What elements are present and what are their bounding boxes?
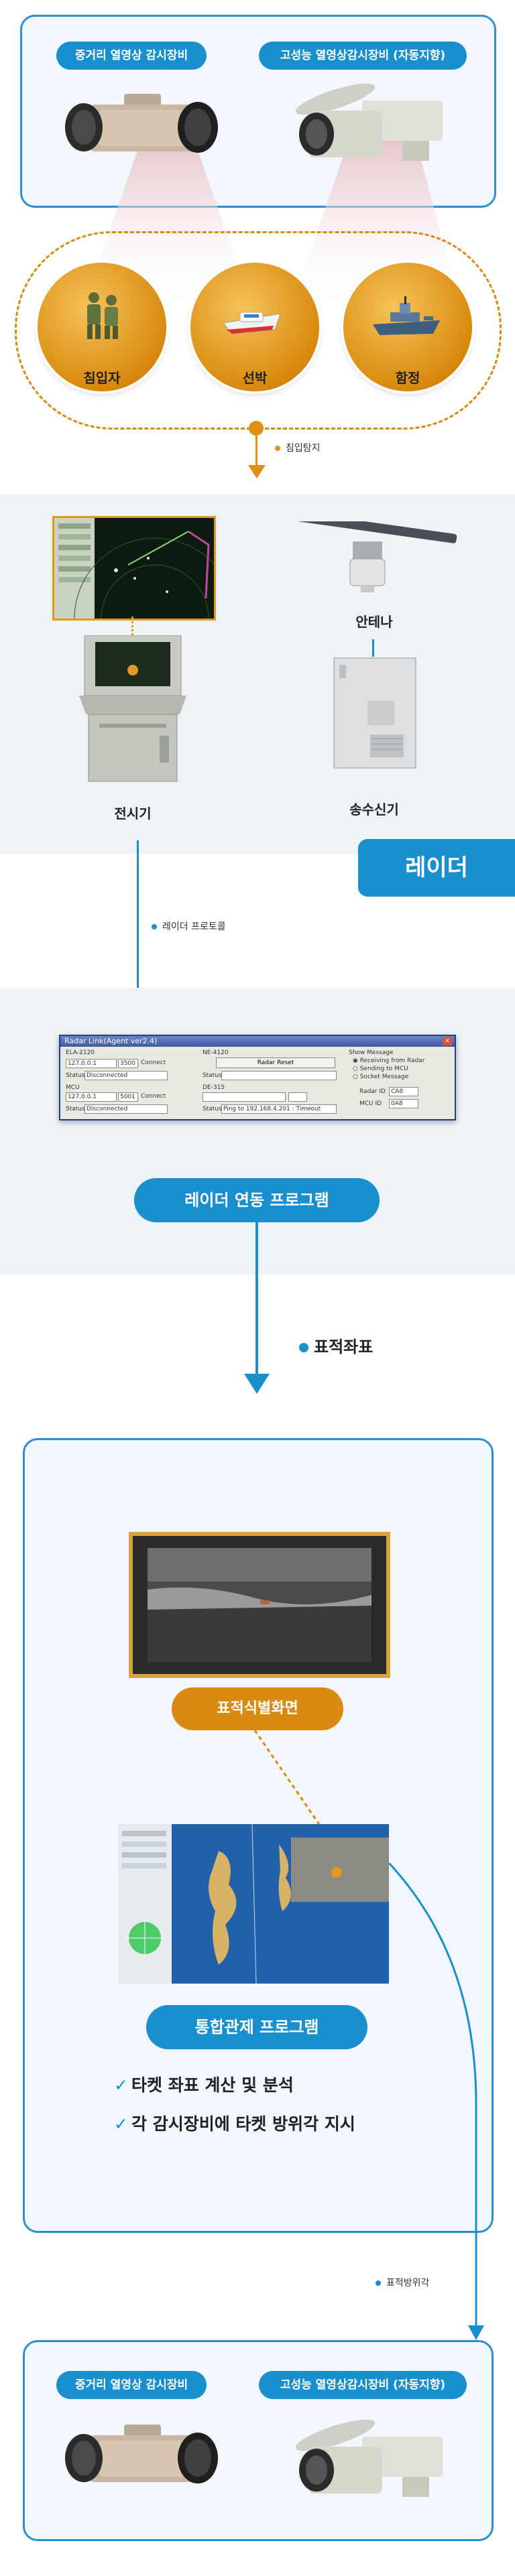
option-sending[interactable]: ○ Sending to MCU	[353, 1066, 408, 1072]
intrusion-note-text: 침입탐지	[286, 443, 321, 454]
high-perf-thermal-camera-pill: 고성능 열영상감시장비 (자동지향)	[259, 42, 467, 70]
transceiver-label: 송수신기	[349, 801, 399, 818]
radar-id-field[interactable]: CA8	[389, 1087, 418, 1096]
target-coord-line	[255, 1222, 258, 1376]
bearing-note-text: 표적방위각	[386, 2278, 430, 2289]
intrusion-dot	[249, 421, 264, 436]
control-map	[118, 1824, 389, 1984]
option-socket-text: Socket Message	[359, 1074, 409, 1080]
protocol-note: 레이더 프로토콜	[152, 919, 226, 933]
high-perf-camera-image	[295, 83, 443, 161]
option-receiving[interactable]: ◉ Receiving from Radar	[353, 1057, 425, 1064]
radar-display-screen	[52, 516, 236, 700]
group-show-message: Show Message	[349, 1049, 394, 1056]
checklist-item-2-text: 각 감시장비에 타켓 방위각 지시	[131, 2114, 355, 2134]
de-field-2[interactable]	[288, 1092, 307, 1102]
boat-label: 선박	[242, 370, 268, 386]
mid-range-thermal-camera-pill: 중거리 열영상 감시장비	[56, 42, 207, 70]
option-sending-text: Sending to MCU	[359, 1066, 408, 1072]
checklist: ✓타켓 좌표 계산 및 분석 ✓각 감시장비에 타켓 방위각 지시	[114, 2072, 355, 2135]
bearing-note: 표적방위각	[376, 2276, 429, 2289]
group-ne: NE-4120	[203, 1049, 229, 1056]
bottom-mid-range-camera-image	[65, 2425, 218, 2484]
mcu-id-field[interactable]: 0A8	[389, 1099, 418, 1108]
target-identify-pill: 표적식별화면	[172, 1687, 343, 1730]
checklist-item-2: ✓각 감시장비에 타켓 방위각 지시	[114, 2111, 355, 2135]
integrated-control-pill: 통합관제 프로그램	[146, 2005, 367, 2049]
antenna-image	[291, 521, 457, 592]
port-field-2[interactable]: 5001	[118, 1092, 138, 1102]
antenna-label: 안테나	[355, 614, 393, 630]
window-title: Radar Link(Agent ver2.4)	[60, 1036, 455, 1047]
bottom-mid-range-pill: 중거리 열영상 감시장비	[56, 2371, 207, 2399]
connect-check-2[interactable]: Connect	[141, 1093, 166, 1100]
target-identify-screen	[129, 1532, 390, 1678]
bottom-high-perf-pill: 고성능 열영상감시장비 (자동지향)	[259, 2371, 467, 2399]
intrusion-arrow-icon	[248, 465, 266, 478]
intrusion-note: 침입탐지	[275, 441, 321, 454]
status-label-2: Status	[203, 1072, 222, 1079]
radar-display-plot	[54, 518, 236, 700]
status-field-2	[221, 1071, 337, 1080]
group-mcu: MCU	[66, 1084, 80, 1091]
soldiers-icon	[87, 292, 118, 339]
integrated-control-screen	[118, 1824, 389, 1984]
radar-reset-button[interactable]: Radar Reset	[216, 1057, 335, 1068]
bottom-high-perf-camera-image	[295, 2419, 443, 2497]
de-field[interactable]	[203, 1092, 286, 1102]
mcu-id-label: MCU ID	[359, 1100, 382, 1107]
antenna-link-line	[372, 639, 374, 657]
radar-badge: 레이더	[358, 839, 515, 897]
boat-icon	[223, 312, 281, 334]
status-label-1: Status	[66, 1072, 85, 1079]
radar-program-pill: 레이더 연동 프로그램	[134, 1178, 380, 1222]
target-coord-arrow-icon	[244, 1374, 270, 1394]
ip-field-2[interactable]: 127.0.0.1	[66, 1092, 117, 1102]
display-label: 전시기	[114, 806, 152, 822]
bearing-curve	[388, 1863, 484, 2340]
group-ela: ELA-2120	[66, 1049, 95, 1056]
status-label-4: Status	[203, 1106, 222, 1112]
ping-status-field: Ping to 192.168.4.201 : Timeout	[221, 1104, 337, 1114]
intrusion-line	[255, 436, 258, 469]
protocol-note-text: 레이더 프로토콜	[162, 921, 226, 932]
target-coord-note: 표적좌표	[299, 1334, 373, 1357]
transceiver-image	[333, 657, 416, 769]
protocol-line	[137, 840, 139, 996]
group-de: DE-315	[203, 1084, 225, 1091]
checklist-item-1-text: 타켓 좌표 계산 및 분석	[131, 2075, 294, 2095]
display-console-image	[79, 635, 186, 782]
mid-range-camera-image	[65, 94, 218, 153]
option-socket[interactable]: ○ Socket Message	[353, 1074, 409, 1080]
connect-check-1[interactable]: Connect	[141, 1059, 166, 1066]
option-receiving-text: Receiving from Radar	[359, 1057, 425, 1064]
status-field-1: Disconnected	[84, 1071, 168, 1080]
radar-id-label: Radar ID	[359, 1088, 386, 1095]
radar-link-window: Radar Link(Agent ver2.4) ✕ ELA-2120 127.…	[59, 1035, 456, 1120]
port-field-1[interactable]: 3500	[118, 1059, 138, 1068]
intruder-label: 침입자	[83, 370, 121, 386]
ip-field-1[interactable]: 127.0.0.1	[66, 1059, 117, 1068]
checklist-item-1: ✓타켓 좌표 계산 및 분석	[114, 2072, 355, 2096]
intruder-circle	[38, 263, 166, 391]
warship-label: 함정	[395, 370, 420, 386]
window-close-button[interactable]: ✕	[443, 1037, 452, 1045]
status-field-3: Disconnected	[84, 1104, 168, 1114]
display-link-line	[131, 617, 133, 647]
check-icon: ✓	[114, 2114, 128, 2134]
warship-icon	[373, 296, 440, 335]
status-label-3: Status	[66, 1106, 85, 1112]
target-coord-note-text: 표적좌표	[314, 1338, 374, 1356]
thermal-image	[148, 1548, 371, 1662]
check-icon: ✓	[114, 2075, 128, 2095]
